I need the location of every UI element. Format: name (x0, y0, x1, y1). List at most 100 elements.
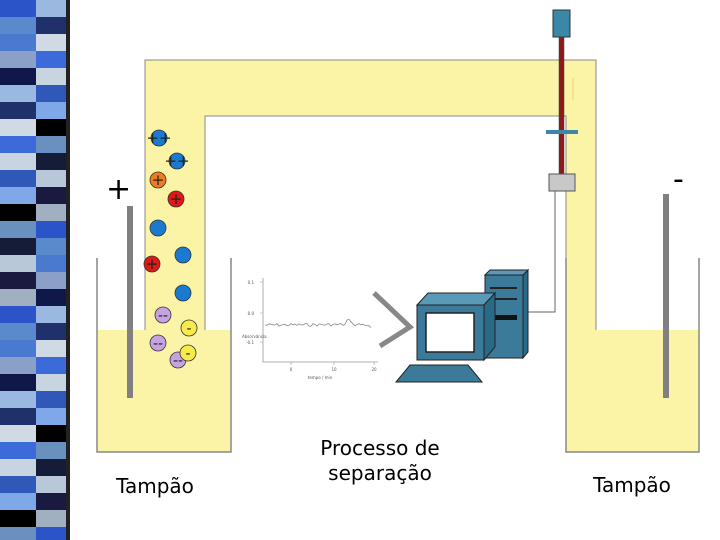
strip-tile (0, 153, 36, 170)
y-tick-label: 0.0 (248, 311, 255, 316)
cation-ion (174, 284, 192, 302)
cation-ion: + (167, 190, 185, 208)
strip-tile (36, 391, 66, 408)
cation-ion-circle (143, 255, 161, 273)
computer-tower-top (483, 269, 530, 276)
strip-tile (0, 374, 36, 391)
strip-tile (0, 391, 36, 408)
strip-tile (0, 476, 36, 493)
strip-tile (0, 357, 36, 374)
anion-charge-label: - (185, 346, 190, 362)
strip-tile (36, 187, 66, 204)
strip-tile (36, 425, 66, 442)
monitor-top (415, 292, 497, 306)
electropherogram-trace (264, 318, 372, 328)
signal-arrow (372, 291, 415, 349)
cation-charge-label: ++ (146, 129, 171, 147)
anion-charge-label: -- (153, 336, 163, 352)
right-beaker (565, 258, 700, 453)
process-label-line2: separação (328, 461, 432, 485)
anion-ion-circle (179, 344, 197, 362)
cation-charge-label: + (146, 255, 159, 273)
strip-tile (36, 357, 66, 374)
cation-ion: + (149, 171, 167, 189)
cation-ion: + (143, 255, 161, 273)
strip-tile (36, 119, 66, 136)
left-beaker (96, 258, 232, 453)
strip-tile (0, 136, 36, 153)
strip-tile (36, 527, 66, 540)
strip-tile (36, 136, 66, 153)
keyboard (394, 364, 484, 383)
computer-icon (372, 268, 530, 383)
decorative-side-strip (0, 0, 70, 540)
drive-slot (490, 298, 517, 300)
strip-tile (0, 527, 36, 540)
left-buffer-liquid (97, 330, 231, 452)
cation-ion (174, 246, 192, 264)
x-tick-label: 10 (331, 367, 337, 372)
right-buffer-liquid (566, 330, 699, 452)
right-buffer-label: Tampão (593, 473, 671, 497)
strip-tile (0, 323, 36, 340)
strip-tile (36, 442, 66, 459)
strip-tile (36, 306, 66, 323)
strip-tile (36, 459, 66, 476)
strip-tile (0, 85, 36, 102)
strip-tile (0, 425, 36, 442)
strip-tile (36, 374, 66, 391)
cation-ion-circle (167, 190, 185, 208)
anion-ion: -- (154, 306, 172, 324)
cation-ion-circle (174, 284, 192, 302)
anion-charge-label: -- (173, 353, 183, 369)
cation-ion-circle (150, 129, 168, 147)
detector-rod (558, 36, 565, 178)
mini-chart-axes (262, 278, 378, 363)
cation-ion: ++ (146, 129, 171, 147)
strip-tile (36, 255, 66, 272)
cation-charge-label: ++ (164, 152, 189, 170)
y-tick-label: -0.1 (246, 340, 254, 345)
strip-tile (36, 68, 66, 85)
strip-tile (36, 221, 66, 238)
strip-tile (36, 51, 66, 68)
negative-electrode (663, 194, 669, 398)
strip-tile (0, 0, 36, 17)
computer-tower-side (522, 268, 529, 360)
strip-tile (36, 476, 66, 493)
cation-ion-circle (174, 246, 192, 264)
strip-tile (0, 187, 36, 204)
strip-tile (36, 17, 66, 34)
anion-ion: - (180, 319, 198, 337)
y-tick-label: 0.1 (248, 280, 255, 285)
strip-tile (0, 459, 36, 476)
detector-cable (520, 191, 556, 313)
monitor-screen (425, 312, 475, 353)
strip-tile (0, 102, 36, 119)
anion-ion-circle (180, 319, 198, 337)
lamp-icon (552, 9, 571, 38)
strip-tile (0, 68, 36, 85)
cation-ion-circle (168, 152, 186, 170)
strip-tile (0, 255, 36, 272)
strip-tile (36, 408, 66, 425)
strip-tile (0, 510, 36, 527)
anion-ion: - (179, 344, 197, 362)
electropherogram: 0.1 0.0 -0.1 0 10 20 tempo / min Absorvâ… (242, 278, 378, 380)
strip-tile (36, 204, 66, 221)
anion-ion-circle (154, 306, 172, 324)
strip-tile (0, 340, 36, 357)
detector-slit (546, 130, 578, 134)
cation-ion (149, 219, 167, 237)
strip-tile (36, 493, 66, 510)
strip-tile (36, 323, 66, 340)
strip-tile (0, 119, 36, 136)
anion-ion-circle (149, 334, 167, 352)
x-axis-label: tempo / min (308, 375, 333, 380)
strip-tile (0, 289, 36, 306)
strip-tile (0, 493, 36, 510)
x-tick-label: 0 (290, 367, 293, 372)
positive-electrode (127, 206, 133, 398)
strip-tile (0, 204, 36, 221)
strip-edge (66, 0, 70, 540)
